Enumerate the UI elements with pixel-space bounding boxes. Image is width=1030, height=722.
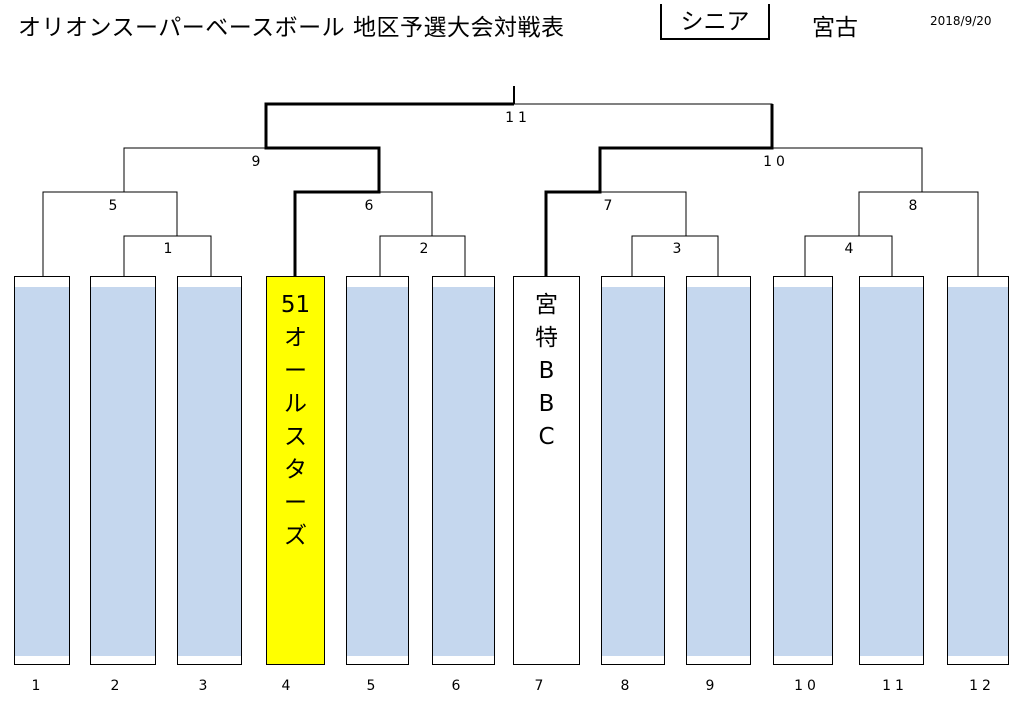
match-number-1: 1 [163,241,177,257]
winner-path-right [544,104,774,276]
slot-number-1: 1 [31,678,45,694]
slot-number-8: 8 [620,678,634,694]
bracket-match-4 [804,235,893,276]
team-slot-4[interactable]: 51 オ ー ル ス タ ー ズ [266,276,325,665]
slot-number-10: 10 [794,678,820,694]
slot-number-2: 2 [110,678,124,694]
empty-fill [433,287,494,656]
match-number-8: 8 [908,198,922,214]
winner-path-left [264,102,514,276]
slot-number-3: 3 [198,678,212,694]
match-number-5: 5 [108,198,122,214]
slot-number-5: 5 [366,678,380,694]
empty-fill [948,287,1008,656]
bracket-match-6 [294,191,433,276]
team-slot-9[interactable] [686,276,751,665]
bracket-match-1 [123,235,212,276]
slot-number-12: 12 [969,678,995,694]
slot-number-11: 11 [882,678,908,694]
slot-number-7: 7 [534,678,548,694]
team-slot-3[interactable] [177,276,242,665]
match-number-10: 10 [763,154,789,170]
team-slot-10[interactable] [773,276,833,665]
empty-fill [347,287,408,656]
slot-number-6: 6 [451,678,465,694]
slot-number-9: 9 [705,678,719,694]
bracket-match-8 [858,191,979,276]
bracket-match-5 [42,191,178,276]
team-slot-5[interactable] [346,276,409,665]
team-slot-7[interactable]: 宮 特 B B C [513,276,580,665]
team-slot-6[interactable] [432,276,495,665]
page-title: オリオンスーパーベースボール 地区予選大会対戦表 [18,15,565,41]
bracket-match-3 [631,235,719,276]
empty-fill [15,287,69,656]
match-number-3: 3 [672,241,686,257]
empty-fill [178,287,241,656]
bracket-match-10 [599,147,923,192]
team-slot-11[interactable] [859,276,924,665]
match-number-11: 11 [505,110,531,126]
team-slot-12[interactable] [947,276,1009,665]
match-number-4: 4 [844,241,858,257]
team-slot-8[interactable] [601,276,665,665]
team-slot-2[interactable] [90,276,156,665]
slot-number-4: 4 [281,678,295,694]
match-number-7: 7 [603,198,617,214]
bracket-match-2 [379,235,466,276]
empty-fill [774,287,832,656]
team-name: 51 オ ー ル ス タ ー ズ [280,292,311,549]
empty-fill [91,287,155,656]
empty-fill [860,287,923,656]
match-number-9: 9 [251,154,265,170]
team-slot-1[interactable] [14,276,70,665]
team-name: 宮 特 B B C [535,292,558,450]
region-label: 宮古 [812,15,858,41]
empty-fill [687,287,750,656]
date-label: 2018/9/20 [930,14,992,28]
empty-fill [602,287,664,656]
division-label: シニア [660,4,770,40]
match-number-6: 6 [364,198,378,214]
match-number-2: 2 [419,241,433,257]
